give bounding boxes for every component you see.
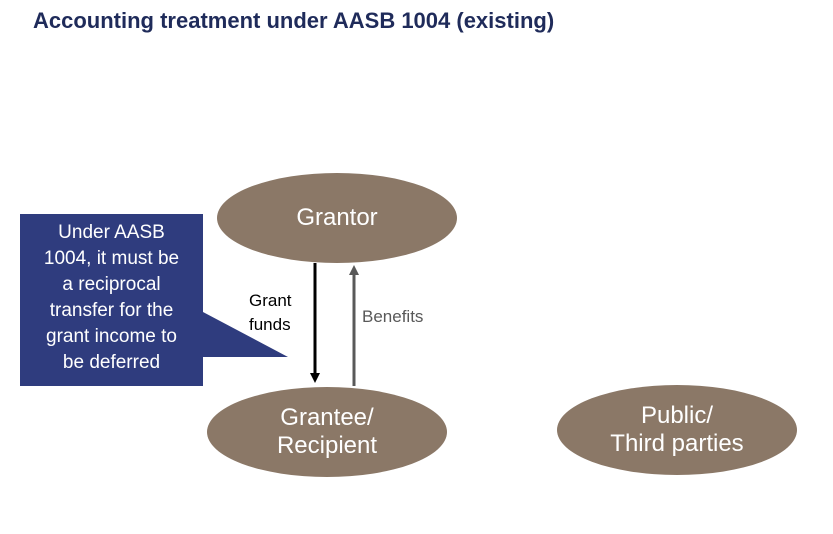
grantee-label: Grantee/ Recipient [276, 404, 378, 459]
grantor-label: Grantor [296, 204, 378, 231]
callout-text: Under AASB 1004, it must be a reciprocal… [43, 222, 180, 373]
grantor-node: Grantor [217, 173, 457, 263]
public-label: Public/ Third parties [610, 402, 744, 457]
page-title: Accounting treatment under AASB 1004 (ex… [33, 8, 555, 33]
benefits-label: Benefits [362, 307, 424, 326]
grant-funds-label: Grant funds [249, 291, 292, 334]
grantee-recipient-node: Grantee/ Recipient [207, 387, 447, 477]
callout-box [20, 214, 288, 386]
public-third-parties-node: Public/ Third parties [557, 385, 797, 475]
